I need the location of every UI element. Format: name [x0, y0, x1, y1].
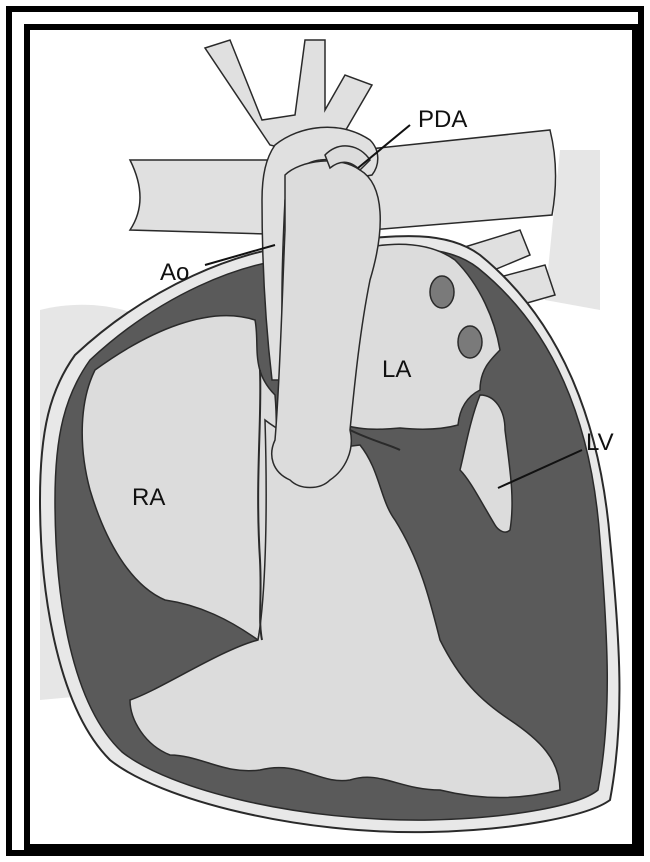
label-ra: RA — [132, 484, 165, 511]
pulmonary-artery-branch-right — [360, 130, 556, 230]
label-pda: PDA — [418, 106, 467, 133]
label-ao: Ao — [160, 259, 189, 286]
label-la: LA — [382, 356, 411, 383]
pulmonary-vein-ostium-upper — [430, 276, 454, 308]
label-lv: LV — [586, 429, 614, 456]
pulmonary-vein-ostium-lower — [458, 326, 482, 358]
